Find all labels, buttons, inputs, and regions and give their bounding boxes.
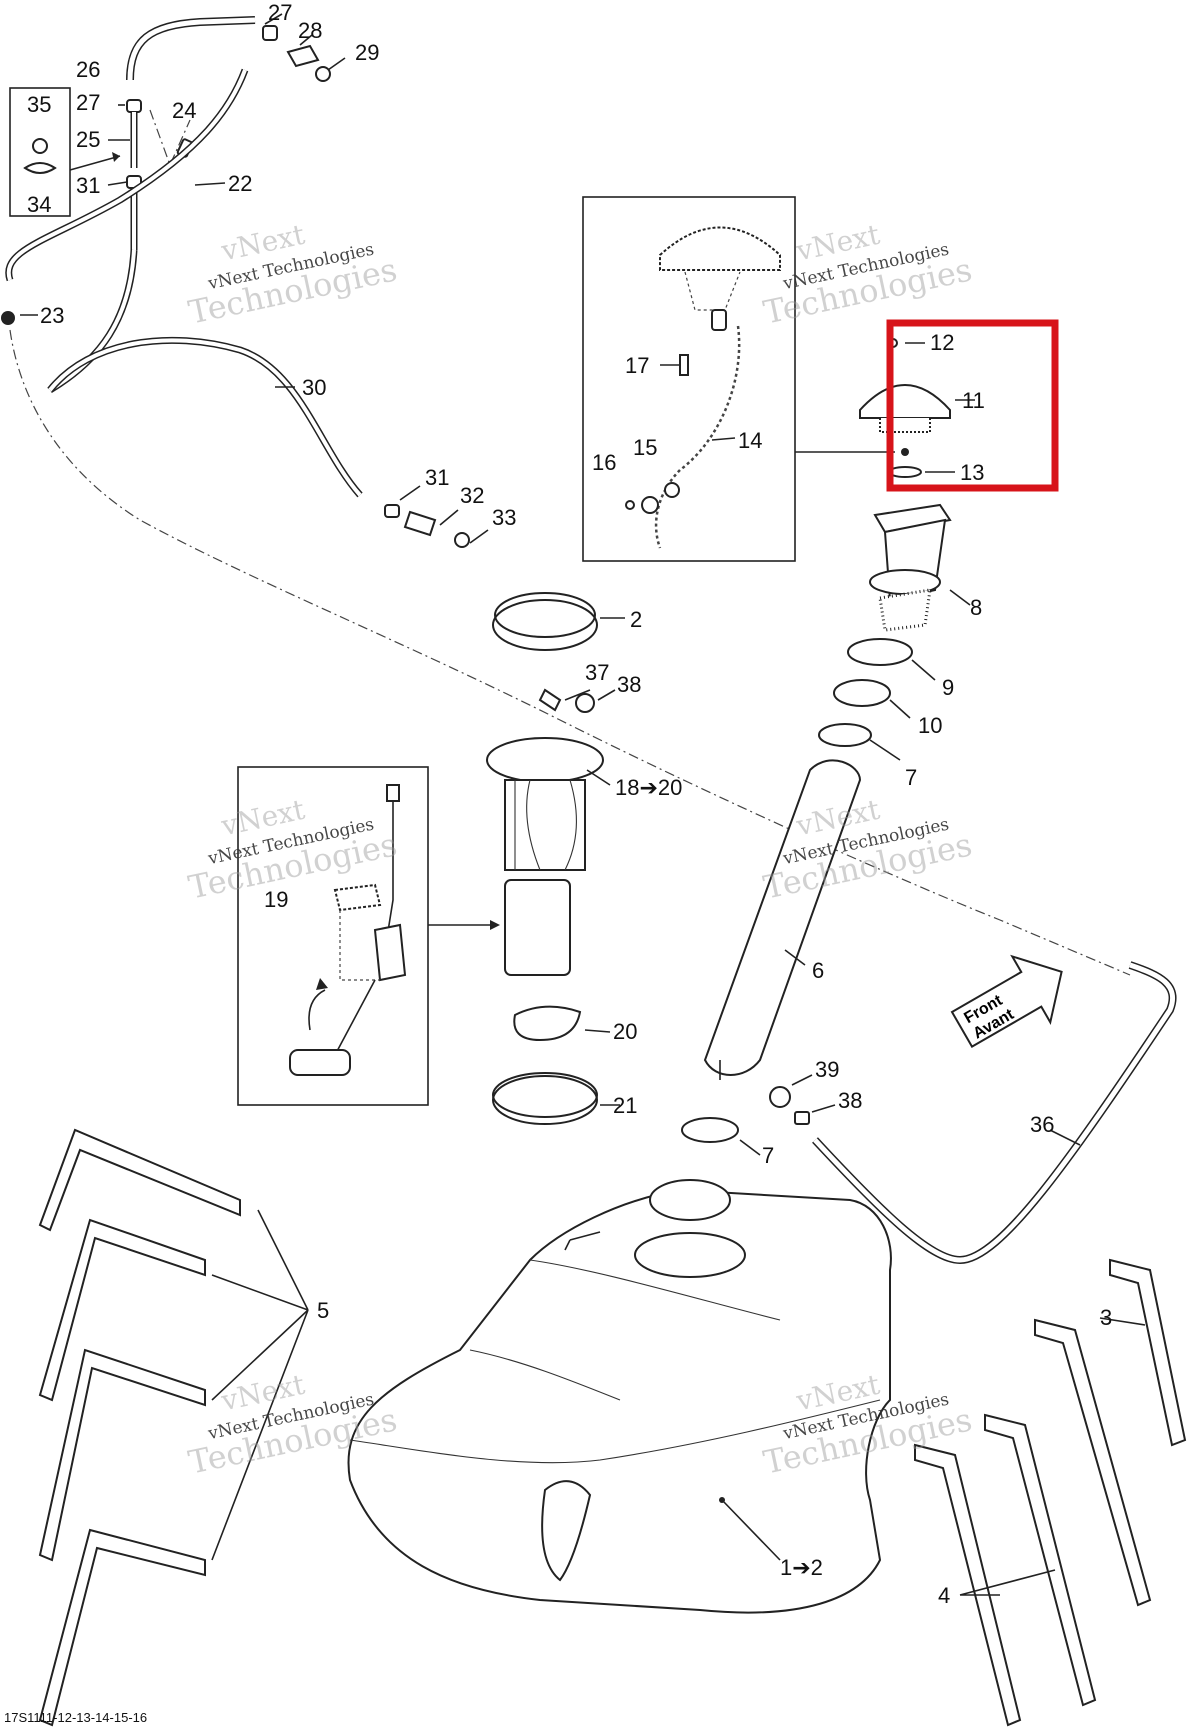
seal-21 [492,1072,598,1118]
callout-11: 11 [962,388,985,413]
callout-2: 2 [630,607,642,632]
fuel-fitting-23 [1,311,15,325]
callout-17: 17 [625,353,649,378]
callout-23: 23 [40,303,64,328]
callout-5: 5 [317,1298,329,1323]
leader-lines [20,13,1081,1156]
callout-15: 15 [633,435,657,460]
check-valve [286,44,320,68]
clamp-38 [575,693,595,713]
callout-25: 25 [76,127,100,152]
fitting-39 [769,1086,791,1108]
tank-straps-5 [38,1128,309,1727]
clamp-7-lower [681,1117,739,1143]
callout-33: 33 [492,505,516,530]
clamp-7-upper [818,723,872,747]
highlight-box [886,319,1059,492]
callout-4: 4 [938,1583,950,1608]
routing-line [9,329,1131,976]
gasket-9 [847,638,913,666]
vent-hose-assembly [1,16,470,548]
filler-hose-6 [703,759,862,1076]
sender-unit-19 [373,923,407,982]
fuel-pump-assembly [486,592,604,1125]
callout-32: 32 [460,483,484,508]
callout-28: 28 [298,18,322,43]
clamp-38-lower [794,1111,810,1125]
callout-27-top: 27 [268,0,292,25]
tank-straps-3-4 [914,1258,1187,1727]
fuel-cap-detail-inset [582,196,895,562]
pump-flange [486,737,604,783]
callout-14: 14 [738,428,762,453]
hose-fitting [262,25,278,41]
nut-10 [833,679,891,707]
fuel-cap-tethered [659,226,781,271]
callout-35: 35 [27,92,51,117]
callouts: 27 28 29 26 35 27 24 25 31 22 34 23 30 3… [27,0,1112,1608]
callout-31-top: 31 [76,173,100,198]
callout-3: 3 [1100,1305,1112,1330]
callout-13: 13 [960,460,984,485]
vent-hose-36 [769,961,1177,1265]
callout-9: 9 [942,675,954,700]
filler-neck-8 [878,588,932,632]
callout-6: 6 [812,958,824,983]
callout-39: 39 [815,1057,839,1082]
front-direction-arrow: Front Avant [950,954,1063,1049]
fuel-tank [347,1179,892,1614]
callout-18: 18➔20 [615,775,682,800]
callout-37: 37 [585,660,609,685]
gasket-13 [888,466,922,478]
callout-21: 21 [613,1093,637,1118]
callout-10: 10 [918,713,942,738]
callout-30: 30 [302,375,326,400]
callout-27-left: 27 [76,90,100,115]
callout-38-lower: 38 [838,1088,862,1113]
callout-36: 36 [1030,1112,1054,1137]
callout-1: 1➔2 [780,1555,823,1580]
strap-3 [1109,1258,1187,1447]
callout-38-top: 38 [617,672,641,697]
diagram-code: 17S1111-12-13-14-15-16 [4,1710,148,1725]
callout-22: 22 [228,171,252,196]
callout-7-upper: 7 [905,765,917,790]
gasket-20 [513,1005,582,1042]
callout-24: 24 [172,98,196,123]
fuel-cap-11 [859,384,951,419]
callout-20: 20 [613,1019,637,1044]
callout-34: 34 [27,192,51,217]
callout-26: 26 [76,57,100,82]
pump-module-18 [504,879,571,976]
callout-19: 19 [264,887,288,912]
callout-8: 8 [970,595,982,620]
callout-7-lower: 7 [762,1143,774,1168]
callout-16: 16 [592,450,616,475]
callout-12: 12 [930,330,954,355]
elbow-37 [538,688,562,712]
filler-neck-assembly [681,338,952,1143]
callout-31-mid: 31 [425,465,449,490]
inline-valve [403,510,437,537]
fuel-level-sender-inset [237,766,500,1106]
clamp-inset [9,87,121,217]
float [289,1049,351,1076]
hose-cap [315,66,331,82]
callout-29: 29 [355,40,379,65]
tank-pump-opening [634,1232,746,1278]
